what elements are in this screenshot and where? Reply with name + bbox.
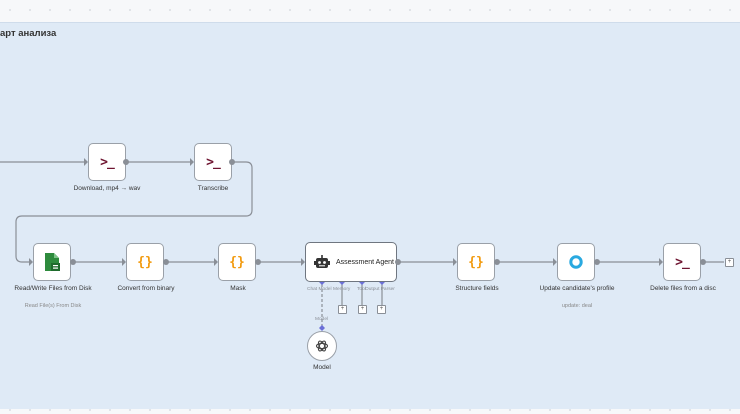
structure-node[interactable]: {} [457,243,495,281]
subport-label-memory: Memory [333,287,351,292]
update-node-sublabel: update: deal [561,303,593,309]
delete-output-port[interactable] [700,259,706,265]
arrow-transcribe [190,158,194,166]
download-output-port[interactable] [123,159,129,165]
convert-output-port[interactable] [163,259,169,265]
sticky-note-title: арт анализа [0,28,57,39]
assessment-agent-node[interactable]: Assessment Agent [305,242,397,282]
readwrite-node-sublabel: Read File(s) From Disk [24,303,82,309]
add-memory-button[interactable]: + [338,305,347,314]
arrow-readwrite [29,258,33,266]
model-port-diamond [319,325,325,331]
structure-output-port[interactable] [494,259,500,265]
add-next-node-button[interactable]: + [725,258,734,267]
mask-output-port[interactable] [255,259,261,265]
arrow-download [84,158,88,166]
delete-node[interactable]: >_ [663,243,701,281]
arrow-structure [453,258,457,266]
arrow-mask [214,258,218,266]
model-node[interactable] [307,331,337,361]
structure-node-label: Structure fields [455,285,499,292]
update-node-label: Update candidate's profile [539,285,615,292]
braces-icon: {} [229,254,245,270]
model-node-label: Model [313,364,331,371]
arrow-agent [301,258,305,266]
readwrite-output-port[interactable] [70,259,76,265]
robot-icon [314,255,330,268]
update-node[interactable] [557,243,595,281]
mask-node-label: Mask [230,285,246,292]
convert-node[interactable]: {} [126,243,164,281]
arrow-convert [122,258,126,266]
transcribe-node[interactable]: >_ [194,143,232,181]
subport-label-tool: Tool [357,287,366,292]
update-output-port[interactable] [594,259,600,265]
ring-icon [569,255,583,269]
terminal-icon: >_ [675,254,690,270]
agent-output-port[interactable] [395,259,401,265]
model-port-label: Model [315,317,329,322]
subport-label-output-parser: Output Parser [365,287,395,292]
delete-node-label: Delete files from a disc [650,285,716,292]
arrow-update [553,258,557,266]
download-node[interactable]: >_ [88,143,126,181]
download-node-label: Download, mp4 → wav [73,185,141,192]
arrow-delete [659,258,663,266]
readwrite-node[interactable] [33,243,71,281]
assessment-agent-label: Assessment Agent [336,258,394,266]
convert-node-label: Convert from binary [117,285,175,292]
braces-icon: {} [468,254,484,270]
file-icon [45,253,60,271]
braces-icon: {} [137,254,153,270]
subport-label-chat-model: Chat Model [307,287,332,292]
transcribe-output-port[interactable] [229,159,235,165]
add-output-parser-button[interactable]: + [377,305,386,314]
connection-transcribe-readwrite [15,161,253,263]
terminal-icon: >_ [100,154,115,170]
terminal-icon: >_ [206,154,221,170]
add-tool-button[interactable]: + [358,305,367,314]
openai-icon [315,340,329,352]
mask-node[interactable]: {} [218,243,256,281]
transcribe-node-label: Transcribe [197,185,229,192]
readwrite-node-label: Read/Write Files from Disk [14,285,92,292]
